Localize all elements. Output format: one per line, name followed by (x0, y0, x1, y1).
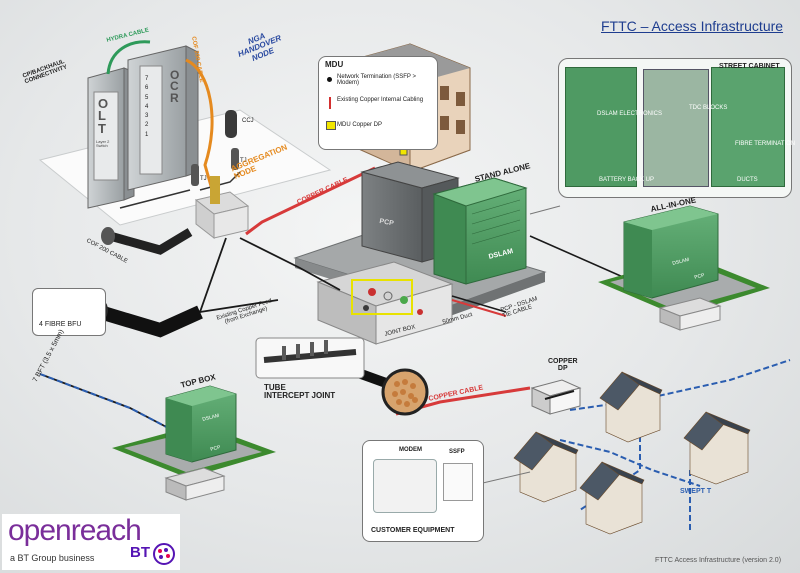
ocr-port: 2 (145, 122, 157, 128)
olt-rack (88, 68, 134, 208)
olt-sub-label: Layer 2 Switch (96, 140, 109, 148)
modem-label: MODEM (399, 447, 422, 453)
logo-wordmark: openreach (8, 514, 141, 548)
fibre-termination-label: FIBRE TERMINATION (735, 141, 795, 147)
customer-equipment-caption: CUSTOMER EQUIPMENT (371, 527, 455, 534)
tube-intercept-joint (256, 338, 364, 378)
all-in-one-cabinet (624, 206, 718, 298)
copper-dp-label: COPPER DP (548, 358, 578, 373)
customer-equipment-callout: MODEM SSFP CUSTOMER EQUIPMENT (362, 440, 484, 542)
mdu-dp-swatch (326, 121, 336, 130)
ocr-port: 7 (145, 76, 157, 82)
stand-alone-dslam-cabinet (434, 178, 526, 284)
ssfp-device (443, 463, 473, 501)
tdc-blocks-label: TDC BLOCKS (689, 105, 727, 111)
ccj-closure (225, 110, 237, 138)
mdu-legend-item: MDU Copper DP (337, 122, 382, 128)
bt-logo: BT (130, 544, 150, 561)
page-title: FTTC – Access Infrastructure (601, 19, 783, 34)
footer-version: FTTC Access Infrastructure (version 2.0) (655, 557, 781, 564)
tube-line2: INTERCEPT JOINT (264, 392, 335, 400)
top-box-pit (166, 468, 224, 500)
copper-dp-line2: DP (548, 365, 578, 372)
mdu-legend: MDU Network Termination (SSFP > Modem) E… (318, 56, 438, 150)
openreach-logo: openreach a BT Group business BT (2, 514, 180, 570)
mdu-legend-item: Network Termination (SSFP > Modem) (337, 74, 427, 87)
ducts-label: DUCTS (737, 177, 758, 183)
network-termination-dot (327, 77, 332, 82)
ocr-label: OCR (170, 70, 182, 104)
cabinet-left-door (565, 67, 637, 187)
ccj-label: CCJ (242, 118, 254, 124)
logo-subtitle: a BT Group business (10, 553, 94, 563)
battery-label: BATTERY BACK UP (599, 177, 654, 183)
cabinet-interior (643, 69, 709, 187)
swept-t-label: SWEPT T (680, 488, 711, 495)
olt-sub-line2: Switch (96, 144, 109, 148)
ocr-port: 1 (145, 132, 157, 138)
ocr-port: 3 (145, 113, 157, 119)
ocr-port: 5 (145, 95, 157, 101)
mdu-title: MDU (325, 61, 343, 69)
ocr-port-numbers: 7 6 5 4 3 2 1 (145, 76, 157, 138)
ssfp-label: SSFP (449, 449, 465, 455)
ocr-rack (128, 46, 198, 190)
mdu-legend-item: Existing Copper Internal Cabling (337, 97, 427, 103)
street-cabinet-callout: STREET CABINET DSLAM ELECTRONICS TDC BLO… (558, 58, 792, 198)
street-cabinet-title: STREET CABINET (719, 63, 780, 70)
ocr-port: 4 (145, 104, 157, 110)
street-cabinet-callout-pointer (530, 206, 560, 214)
olt-label: OLT (98, 98, 110, 135)
dslam-electronics-label: DSLAM ELECTRONICS (597, 111, 662, 117)
cabinet-right-door (711, 67, 785, 187)
copper-dp-line1: COPPER (548, 358, 578, 365)
tj-label-1: TJ (200, 176, 207, 182)
bfu-label: 4 FIBRE BFU (39, 321, 81, 328)
modem-device (373, 459, 437, 513)
cof200-cable-bundle (101, 227, 190, 250)
bfu-callout: 4 FIBRE BFU (32, 288, 106, 336)
ocr-port: 6 (145, 85, 157, 91)
top-box-cabinet (166, 386, 236, 462)
copper-cabling-line (329, 97, 331, 109)
bt-globe-icon (152, 542, 176, 566)
tube-intercept-label: TUBE INTERCEPT JOINT (264, 384, 335, 401)
